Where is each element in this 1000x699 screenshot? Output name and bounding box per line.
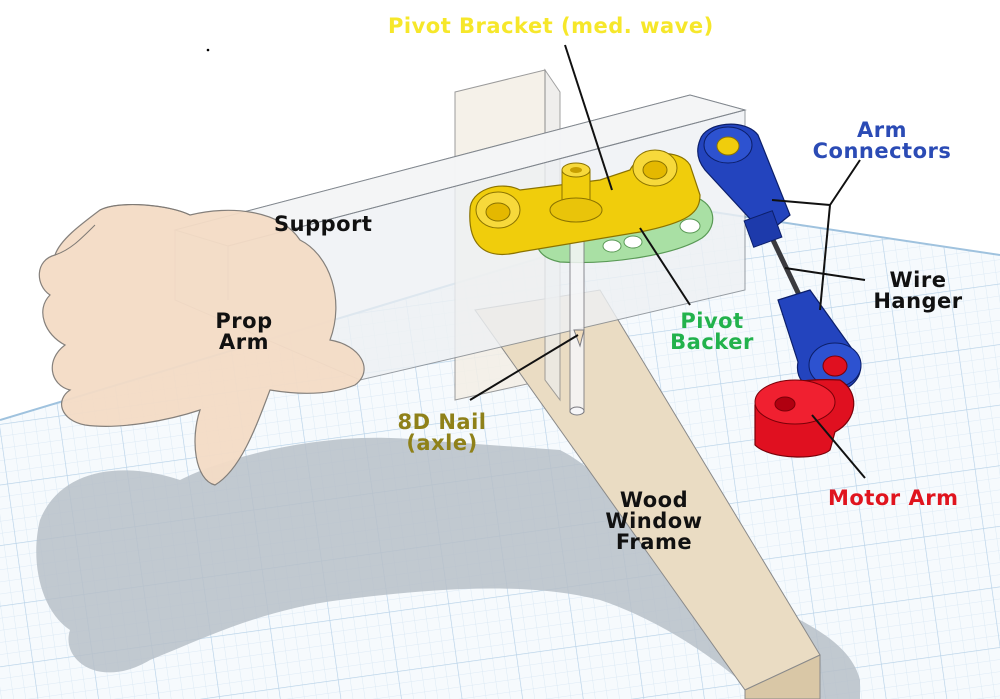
label-wire-hanger: Wire Hanger [868, 270, 968, 312]
arm-connector-lower [777, 289, 862, 393]
label-prop-arm-line1: Prop [215, 309, 273, 333]
label-window-frame-line3: Frame [615, 530, 693, 554]
arm-connector-upper [697, 123, 791, 248]
label-prop-arm: Prop Arm [206, 311, 282, 353]
label-pivot-backer-line2: Backer [670, 330, 754, 354]
label-arm-connectors-line1: Arm [857, 118, 907, 142]
label-nail-axle: 8D Nail (axle) [392, 412, 492, 454]
label-motor-arm: Motor Arm [828, 486, 959, 510]
stray-dot [206, 48, 210, 52]
nail-axle [569, 229, 585, 416]
label-window-frame: Wood Window Frame [604, 490, 704, 553]
motor-arm [754, 379, 855, 458]
pivot-bracket [469, 149, 701, 255]
callout-lines [469, 44, 866, 479]
label-window-frame-line2: Window [605, 509, 703, 533]
label-nail-axle-line1: 8D Nail [397, 410, 487, 434]
label-support: Support [274, 212, 373, 236]
label-arm-connectors: Arm Connectors [808, 120, 956, 162]
label-wire-hanger-line1: Wire [889, 268, 947, 292]
label-pivot-bracket: Pivot Bracket (med. wave) [388, 14, 714, 38]
label-window-frame-line1: Wood [619, 488, 689, 512]
label-wire-hanger-line2: Hanger [873, 289, 963, 313]
label-nail-axle-line2: (axle) [406, 431, 478, 455]
label-pivot-backer-line1: Pivot [680, 309, 744, 333]
hand-prop-icon [38, 203, 365, 486]
label-arm-connectors-line2: Connectors [812, 139, 952, 163]
label-pivot-backer: Pivot Backer [662, 311, 762, 353]
label-prop-arm-line2: Arm [219, 330, 269, 354]
shadow [36, 437, 860, 699]
